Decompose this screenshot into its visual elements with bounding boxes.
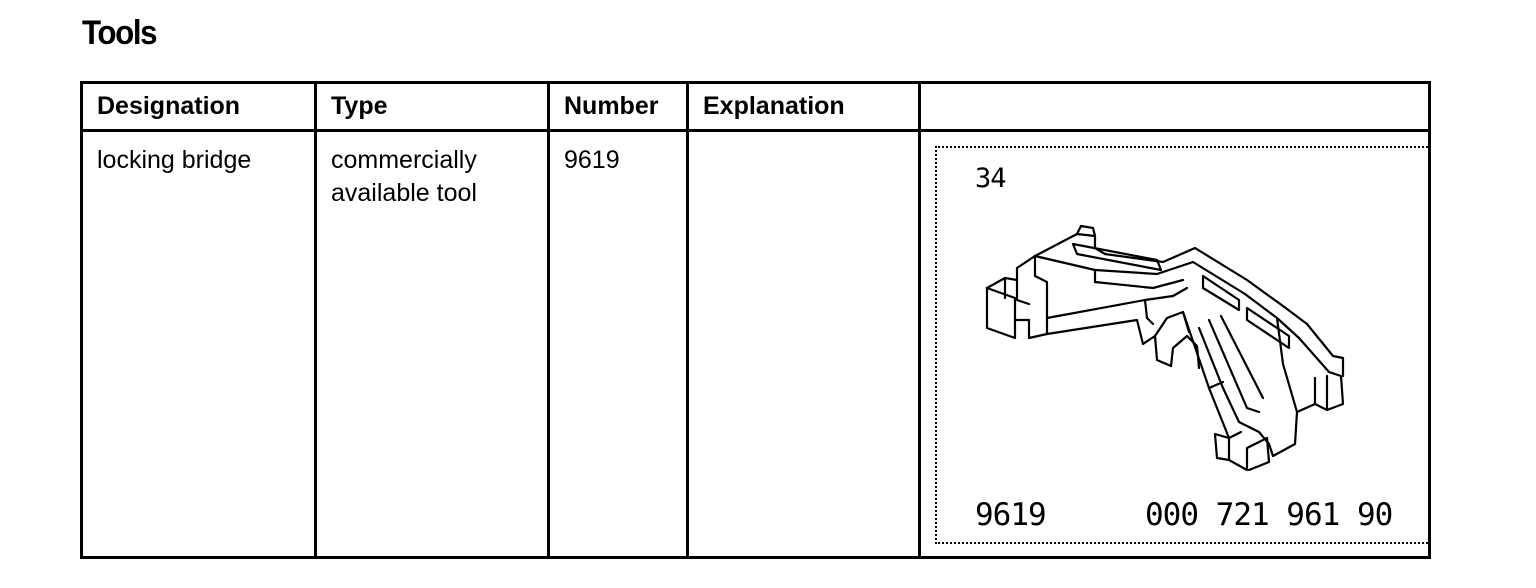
header-designation: Designation xyxy=(80,81,317,132)
type-line-1: commercially xyxy=(331,146,477,174)
tools-table: Designation Type Number Explanation lock… xyxy=(80,81,1431,559)
cell-image: 34 xyxy=(918,129,1431,559)
cell-designation: locking bridge xyxy=(80,129,317,559)
header-type: Type xyxy=(314,81,550,132)
header-number: Number xyxy=(547,81,689,132)
locking-bridge-drawing-icon xyxy=(985,224,1345,472)
type-line-2: available tool xyxy=(331,179,477,207)
cell-explanation xyxy=(686,129,921,559)
figure-reference: 34 xyxy=(975,163,1007,194)
cell-number: 9619 xyxy=(547,129,689,559)
cell-type: commercially available tool xyxy=(314,129,550,559)
table-header-row: Designation Type Number Explanation xyxy=(80,81,1431,132)
figure-tool-number: 9619 xyxy=(975,497,1047,533)
table-row: locking bridge commercially available to… xyxy=(80,129,1431,559)
header-explanation: Explanation xyxy=(686,81,921,132)
tool-figure: 34 xyxy=(935,146,1428,544)
figure-part-number: 000 721 961 90 xyxy=(1145,497,1393,533)
header-image xyxy=(918,81,1431,132)
page-title: Tools xyxy=(82,14,158,52)
